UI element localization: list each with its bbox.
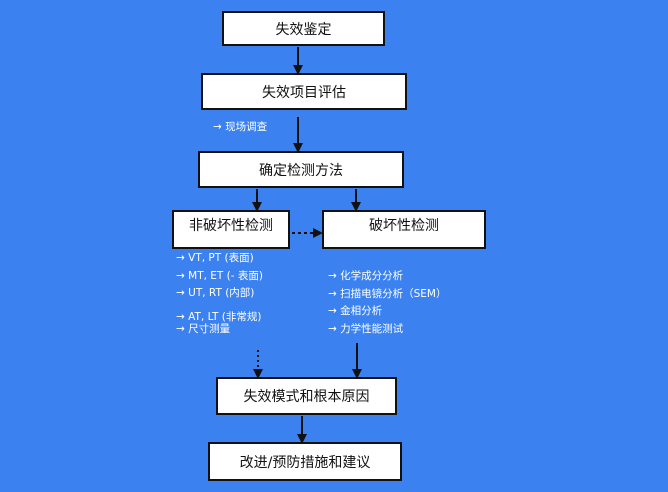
step-failure-mode-root-cause: 失效模式和根本原因: [216, 377, 397, 415]
step-destructive-testing-label: 破坏性检测: [369, 218, 439, 234]
step-failure-identification-label: 失效鉴定: [275, 21, 332, 38]
ndt-method-item: → UT, RT (内部): [176, 287, 255, 299]
dt-method-list: → 化学成分分析 → 扫描电镜分析（SEM） → 金相分析 → 力学性能测试: [328, 268, 447, 338]
step-failure-item-assessment-label: 失效项目评估: [262, 84, 346, 101]
dt-method-item: → 化学成分分析: [328, 270, 404, 282]
step-corrective-preventive-label: 改进/预防措施和建议: [239, 454, 371, 471]
step-non-destructive-testing: 非破坏性检测: [172, 210, 290, 249]
ndt-method-list: → VT, PT (表面) → MT, ET (- 表面) → UT, RT (…: [176, 250, 263, 339]
step-determine-test-method: 确定检测方法: [198, 151, 404, 188]
ndt-method-item: → AT, LT (非常规): [176, 310, 262, 323]
step-destructive-testing: 破坏性检测: [322, 210, 486, 249]
note-site-survey: → 现场调查: [213, 121, 268, 133]
dt-method-item: → 金相分析: [328, 305, 383, 317]
ndt-method-item: → MT, ET (- 表面): [176, 269, 263, 282]
dt-method-item: → 扫描电镜分析（SEM）: [328, 287, 447, 300]
step-non-destructive-testing-label: 非破坏性检测: [189, 218, 273, 234]
step-determine-test-method-label: 确定检测方法: [259, 162, 343, 179]
dt-method-item: → 力学性能测试: [328, 322, 404, 335]
ndt-method-item: → 尺寸测量: [176, 323, 231, 335]
step-failure-mode-root-cause-label: 失效模式和根本原因: [243, 389, 370, 405]
ndt-method-item: → VT, PT (表面): [176, 252, 254, 264]
step-failure-identification: 失效鉴定: [222, 11, 385, 46]
step-failure-item-assessment: 失效项目评估: [201, 73, 407, 110]
